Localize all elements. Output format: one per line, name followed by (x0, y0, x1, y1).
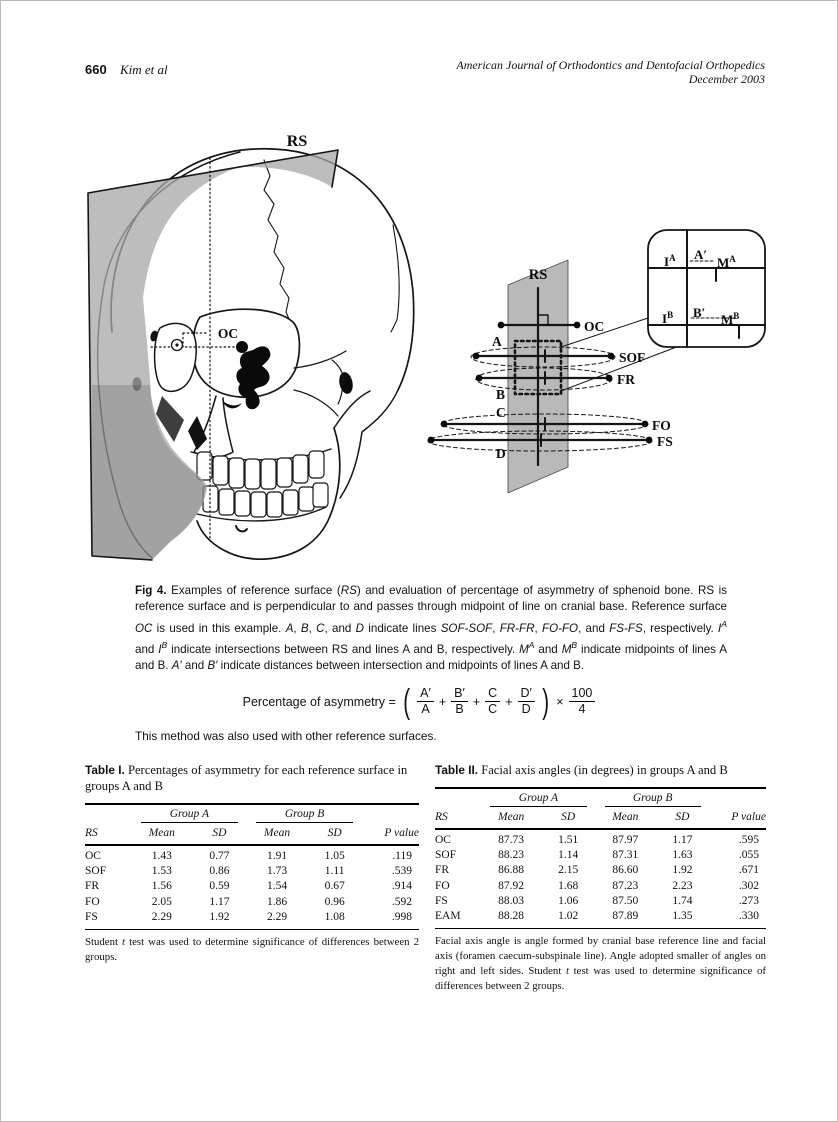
diagram-rs-label: RS (529, 267, 548, 283)
skull-rs-label: RS (287, 133, 308, 150)
callout-aprime-label: A′ (694, 247, 707, 262)
running-header-right: American Journal of Orthodontics and Den… (456, 58, 765, 86)
fraction-a: A′A (417, 687, 434, 716)
fraction-b: B′B (451, 687, 468, 716)
page-number: 660 (85, 62, 107, 77)
table-1-footnote: Student t test was used to determine sig… (85, 936, 419, 964)
diagram-fs-label: FS (657, 434, 673, 449)
zoom-region-box (513, 339, 563, 396)
group-b-header: Group B (255, 808, 354, 823)
table-2-group-row: Group A Group B (435, 792, 766, 807)
callout-box (647, 229, 766, 348)
upper-teeth (196, 450, 325, 490)
skull-oc-label: OC (218, 326, 238, 341)
rule (435, 928, 766, 930)
fraction-d: D′D (517, 687, 535, 716)
diagram-fr-label: FR (617, 372, 635, 387)
line-endpoints (427, 321, 653, 444)
callout-iA-label: IA (664, 253, 676, 269)
issue-date: December 2003 (688, 72, 765, 86)
diagram-d-label: D (496, 446, 506, 461)
callout-bprime-label: B′ (693, 305, 705, 320)
callout-iB-label: IB (662, 310, 673, 326)
skull-reference-plane (88, 150, 338, 560)
diagram-c-label: C (496, 405, 506, 420)
diagram-sof-label: SOF (619, 350, 645, 365)
diagram-fo-label: FO (652, 418, 671, 433)
rule (85, 929, 419, 931)
diagram-a-label: A (492, 334, 502, 349)
figure-4-artwork: RS OC (87, 133, 766, 561)
journal-title: American Journal of Orthodontics and Den… (456, 58, 765, 72)
table-1-label: Table I. (85, 763, 125, 777)
table-1-header-row: RS Mean SD Mean SD P value (85, 827, 419, 839)
method-note: This method was also used with other ref… (135, 729, 437, 743)
rule (85, 844, 419, 846)
right-angle-mark (537, 314, 549, 326)
times-sign: × (556, 694, 564, 709)
sphenoid-shadow (236, 346, 271, 410)
group-b-header: Group B (604, 792, 701, 807)
callout-mB-label: MB (721, 311, 739, 327)
ear-opening (339, 372, 353, 394)
table-1-title: Percentages of asymmetry for each refere… (85, 763, 408, 793)
group-a-header: Group A (490, 792, 587, 807)
intersection-ticks (540, 349, 546, 447)
table-2-footnote: Facial axis angle is angle formed by cra… (435, 935, 766, 993)
table-2: Table II. Facial axis angles (in degrees… (435, 762, 766, 994)
table-1-group-row: Group A Group B (85, 808, 419, 823)
oc-point (236, 341, 248, 353)
group-a-header: Group A (140, 808, 238, 823)
callout-mA-label: MA (717, 254, 736, 270)
table-1: Table I. Percentages of asymmetry for ea… (85, 762, 419, 965)
authors: Kim et al (119, 62, 168, 77)
midline-dotted (150, 157, 237, 541)
figure-caption: Fig 4. Examples of reference surface (RS… (135, 584, 727, 672)
lower-teeth (202, 482, 329, 518)
rule (435, 828, 766, 830)
table-2-header-row: RS Mean SD Mean SD P value (435, 811, 766, 823)
table-2-title: Facial axis angles (in degrees) in group… (481, 763, 728, 777)
rs-diagram: RS OC SOF FR FO FS A B C D IA A′ MA IB B… (427, 229, 766, 494)
diagram-oc-label: OC (584, 319, 604, 334)
table-2-label: Table II. (435, 763, 479, 777)
asymmetry-formula: Percentage of asymmetry = ( A′A + B′B + … (0, 685, 838, 719)
rule (435, 787, 766, 789)
table-1-caption: Table I. Percentages of asymmetry for ea… (85, 762, 419, 794)
diagram-b-label: B (496, 387, 505, 402)
rule (85, 803, 419, 805)
formula-lhs: Percentage of asymmetry = (242, 694, 396, 709)
table-2-caption: Table II. Facial axis angles (in degrees… (435, 762, 766, 778)
running-header-left: 660 Kim et al (85, 62, 168, 78)
